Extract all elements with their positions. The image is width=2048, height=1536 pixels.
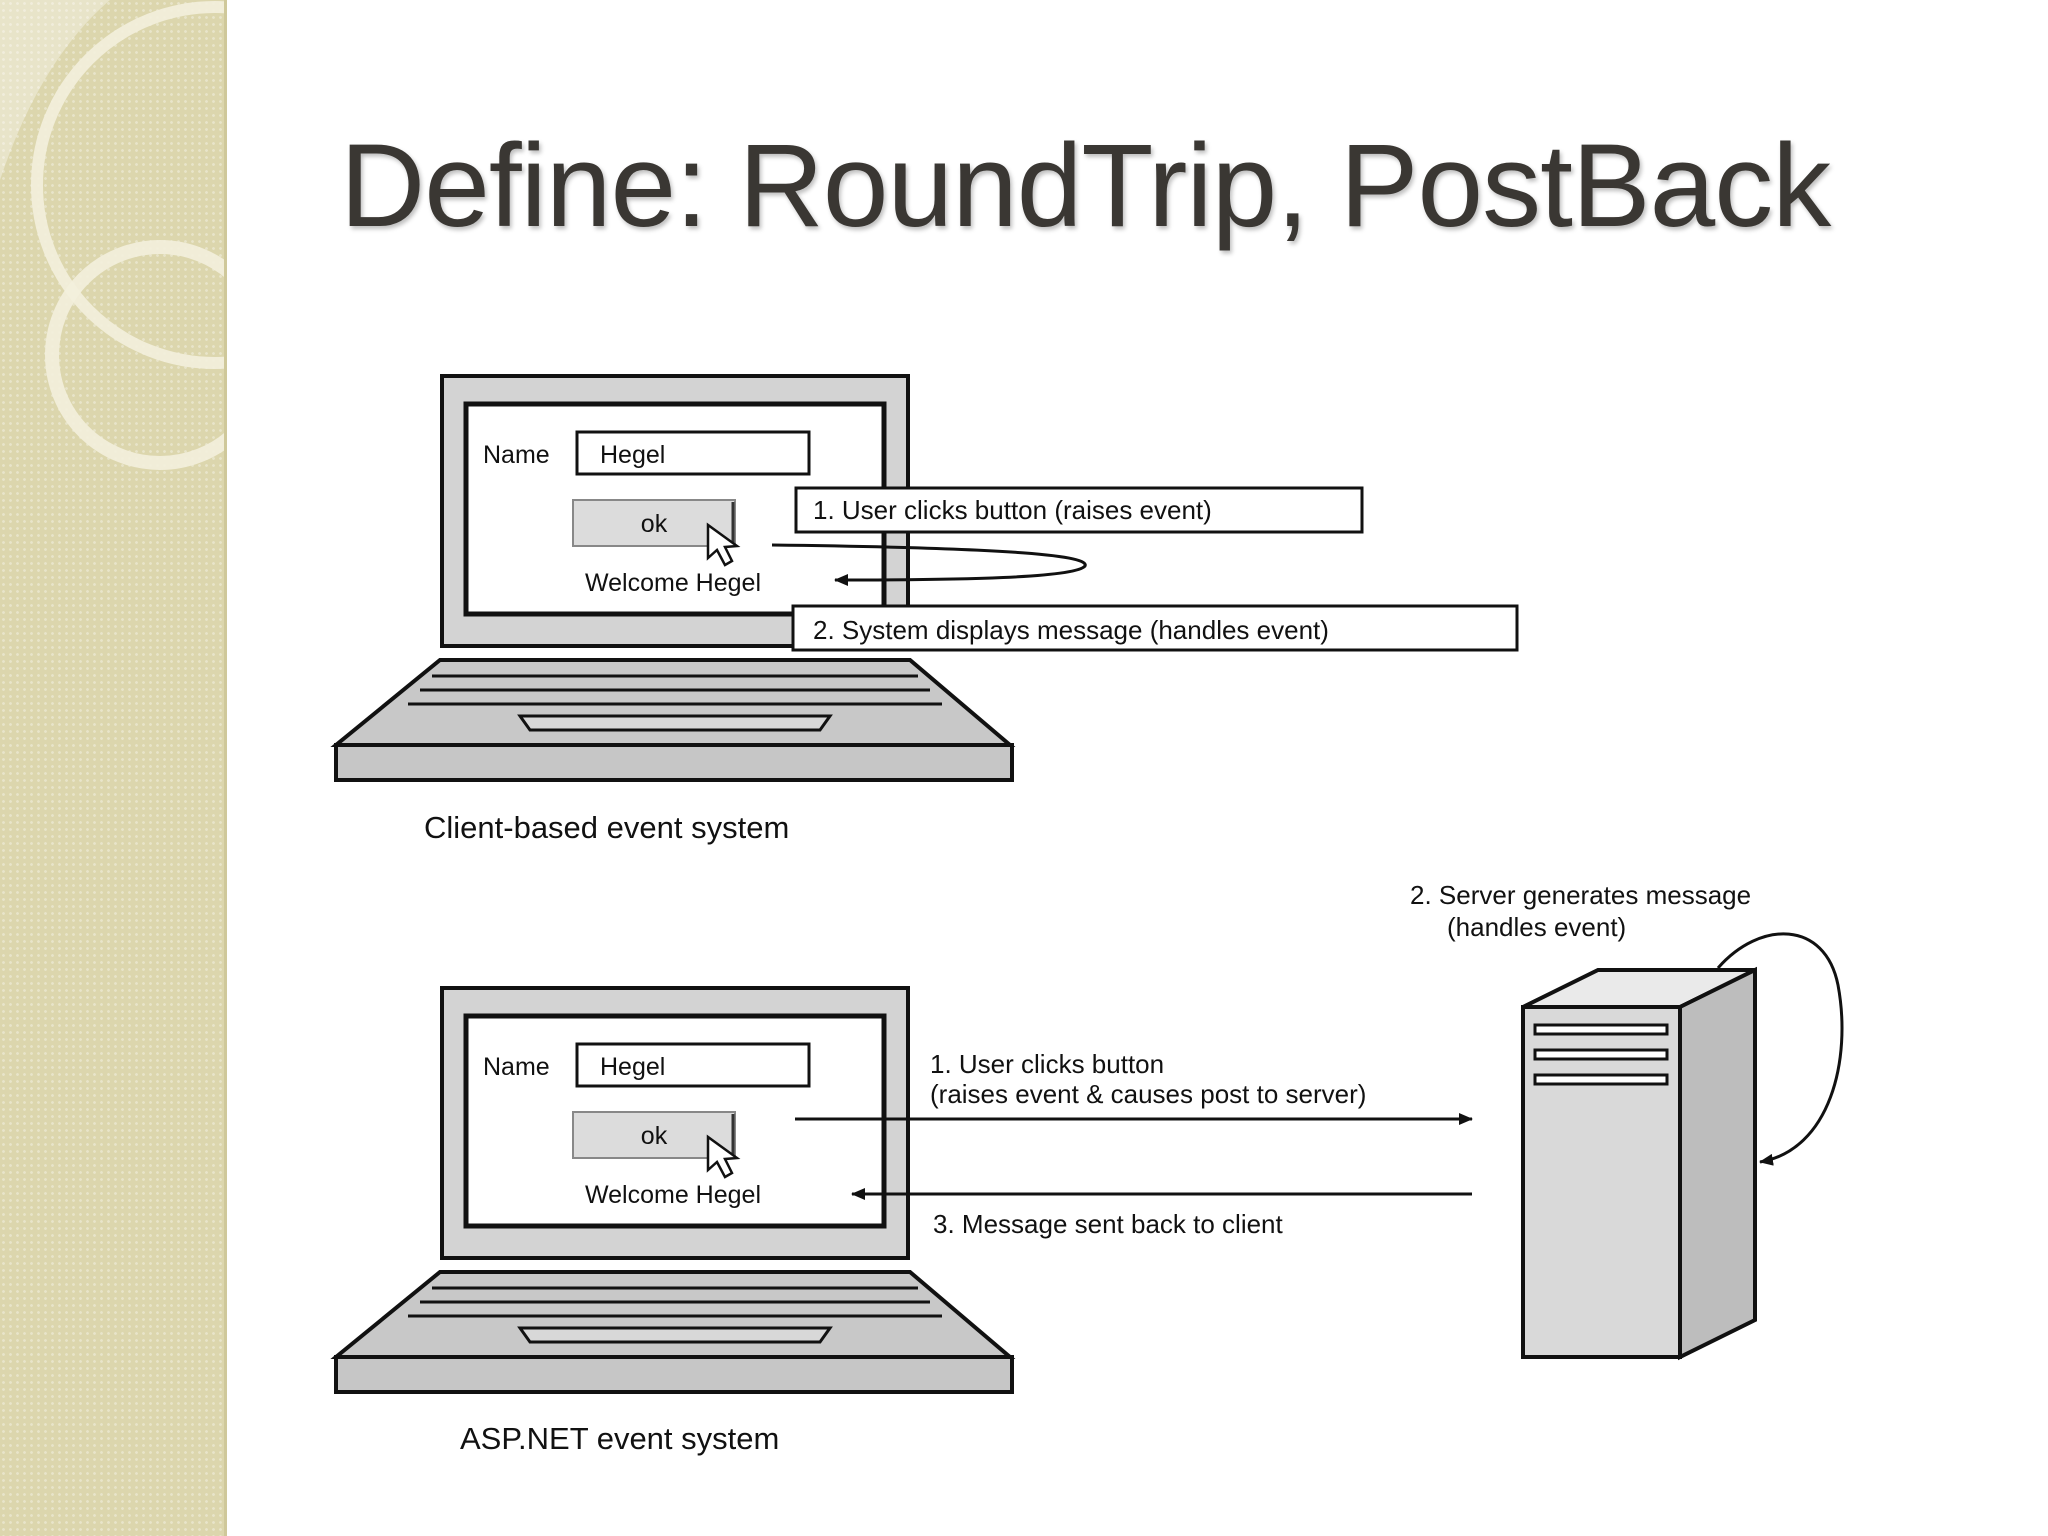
decorative-sidebar [0, 0, 399, 1536]
aspnet-ok-label: ok [641, 1122, 668, 1150]
client-step2-callout: 2. System displays message (handles even… [791, 604, 1519, 652]
client-name-label: Name [483, 441, 550, 469]
aspnet-welcome-text: Welcome Hegel [585, 1181, 761, 1209]
client-roundtrip-arrow [771, 543, 1087, 586]
client-step1-callout: 1. User clicks button (raises event) [794, 486, 1364, 534]
client-name-value: Hegel [600, 441, 665, 469]
aspnet-name-value: Hegel [600, 1053, 665, 1081]
client-step2-text: 2. System displays message (handles even… [813, 615, 1329, 645]
client-cursor-icon [706, 522, 741, 567]
client-welcome-text: Welcome Hegel [585, 569, 761, 597]
aspnet-name-label: Name [483, 1053, 550, 1081]
server-tower-icon [1521, 966, 1757, 1361]
aspnet-step1-line1: 1. User clicks button [930, 1049, 1164, 1079]
aspnet-caption: ASP.NET event system [460, 1421, 779, 1456]
aspnet-step2-line2: (handles event) [1447, 912, 1626, 942]
aspnet-step2-line1: 2. Server generates message [1410, 880, 1751, 910]
aspnet-cursor-icon [706, 1134, 741, 1179]
server-handles-event-arrow [1716, 932, 1844, 1166]
client-ok-label: ok [641, 510, 668, 538]
sidebar-divider [224, 0, 227, 1536]
client-name-field[interactable] [575, 430, 811, 476]
aspnet-step1-line2: (raises event & causes post to server) [930, 1079, 1366, 1109]
slide-title: Define: RoundTrip, PostBack [340, 120, 1831, 252]
aspnet-name-field[interactable] [575, 1042, 811, 1088]
client-caption: Client-based event system [424, 810, 789, 845]
aspnet-step3-text: 3. Message sent back to client [933, 1209, 1284, 1239]
client-step1-text: 1. User clicks button (raises event) [813, 495, 1212, 525]
